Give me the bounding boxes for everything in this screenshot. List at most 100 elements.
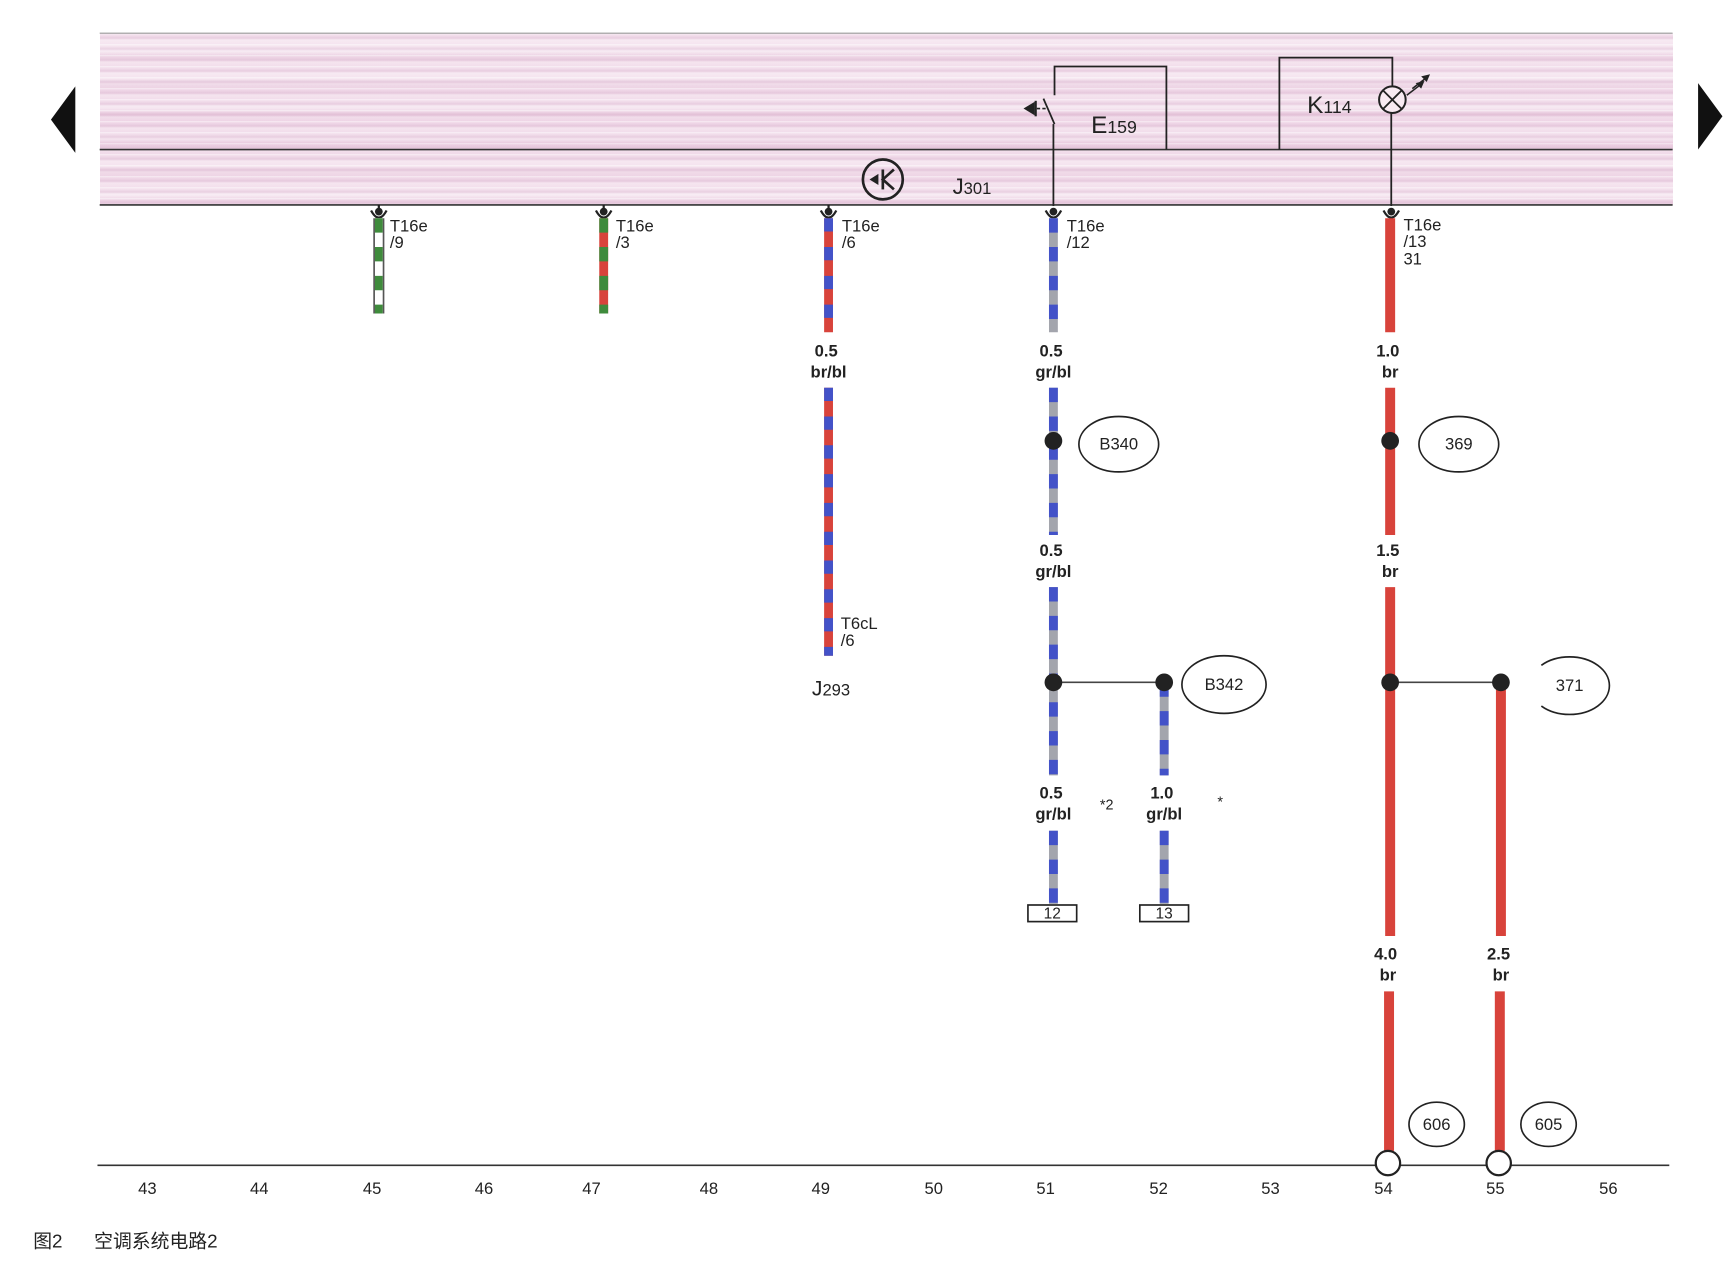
node-outline [1540,656,1611,716]
footnote-marker: * [1217,794,1223,810]
connector-terminal: 31 [1403,250,1421,269]
column-number: 45 [363,1179,381,1198]
wire-color: br [1493,965,1510,984]
e159-label: E159 [1091,112,1137,139]
junction-dot-b342-right [1155,673,1174,692]
column-number: 54 [1374,1179,1392,1198]
column-number: 44 [250,1179,268,1198]
control-unit-ring [861,158,905,201]
pushbutton-switch-icon [1023,100,1048,117]
control-unit-arrow [869,173,879,185]
pushbutton-head [1023,101,1035,116]
node-label: B342 [1205,675,1244,694]
connector-label-t16e-12: T16e /12 [1067,217,1109,253]
wire-base [1384,218,1396,1151]
connector-pin-icon-t16e-9 [370,204,388,219]
junction-dot-369 [1381,432,1400,450]
connector-name: T6cL [841,614,878,633]
connector-label-t16e-6: T16e /6 [842,217,884,253]
node-b342: B342 [1181,654,1267,715]
e159-switch-blade [1042,98,1056,125]
connector-pin [824,207,833,216]
node-outline [1408,1101,1466,1148]
wire-label-col51-top: 0.5 gr/bl [1035,342,1071,382]
wire-label-col49: 0.5 br/bl [811,342,847,382]
connector-pin-number: /12 [1067,233,1090,252]
connector-socket [819,209,838,219]
connector-socket [1044,209,1063,219]
wire-color: gr/bl [1035,363,1071,382]
node-label: 371 [1556,676,1584,695]
connector-label-t16e-9: T16e /9 [390,217,432,253]
wire-label-col54-bottom: 4.0 br [1374,944,1402,984]
column-number: 52 [1149,1179,1167,1198]
node-605: 605 [1520,1101,1578,1148]
wire-col55-brown [1494,682,1506,1151]
terminal-13: 13 [1138,904,1190,923]
node-label: 369 [1445,435,1473,454]
node-371: 371 [1540,656,1611,716]
connector-pin-icon-t16e-3 [594,204,613,219]
terminal-12: 12 [1027,904,1078,923]
wire-size: 1.0 [1376,342,1399,361]
wire-label-col51-bottom: 0.5 gr/bl [1035,784,1071,824]
figure-number: 图2 [33,1230,62,1251]
node-outline [1181,654,1267,715]
k114-label: K114 [1307,92,1352,119]
j293-letter: J [812,678,823,701]
connector-pin-icon-t16e-12 [1044,207,1063,219]
column-number: 56 [1599,1179,1617,1198]
column-number: 49 [812,1179,830,1198]
node-369: 369 [1418,415,1500,473]
wire-label-col52: 1.0 gr/bl [1146,784,1182,824]
column-number: 46 [475,1179,493,1198]
connector-pin-number: /6 [841,631,855,650]
connector-label-t6cl-6: T6cL /6 [841,614,883,650]
connector-name: T16e [1403,215,1441,234]
wire-size: 2.5 [1487,944,1510,963]
connector-pin-number: /9 [390,233,404,252]
wire-label-col54-mid: 1.5 br [1376,541,1404,581]
connector-pin [599,207,608,216]
column-number: 48 [700,1179,718,1198]
j301-component: J301 [861,158,991,201]
connector-name: T16e [616,217,654,236]
column-number: 43 [138,1179,156,1198]
wire-size: 1.0 [1150,784,1173,803]
lamp-filament-b [1382,90,1402,110]
junction-dot-371-right [1492,673,1510,692]
e159-housing [1053,65,1168,150]
footnote-marker-2: *2 [1100,798,1114,814]
node-606: 606 [1408,1101,1466,1148]
wire-color: gr/bl [1146,805,1182,824]
wire-color: br [1382,363,1399,382]
terminal-label: 13 [1156,905,1173,922]
wire-color: br [1382,562,1399,581]
connector-pin-number: /3 [616,233,630,252]
connector-label-t16e-3: T16e /3 [616,217,658,253]
wire-label-col55: 2.5 br [1487,944,1515,984]
light-ray-a-head [1415,80,1425,89]
bus-connection-point-col55 [1485,1149,1513,1177]
warning-lamp-icon [1378,74,1431,114]
wire-color: gr/bl [1035,562,1071,581]
figure-title: 空调系统电路2 [94,1230,217,1251]
node-outline [1418,415,1500,473]
e159-number: 159 [1107,117,1137,137]
j293-number: 293 [822,681,850,700]
junction-dot-b340 [1044,432,1063,450]
terminal-box [1138,904,1190,923]
connector-label-t16e-13: T16e /13 31 [1403,215,1445,268]
node-outline [1520,1101,1578,1148]
node-label: 606 [1423,1115,1451,1134]
junction-dot-b342-left [1044,673,1063,692]
wire-color: gr/bl [1035,805,1071,824]
connector-pin-icon-t16e-6 [819,204,838,219]
control-unit-icon [861,158,905,201]
terminal-box [1027,904,1078,923]
wire-size: 0.5 [1040,342,1063,361]
bus-connection-point-col54 [1374,1149,1402,1177]
connector-name: T16e [842,217,880,236]
